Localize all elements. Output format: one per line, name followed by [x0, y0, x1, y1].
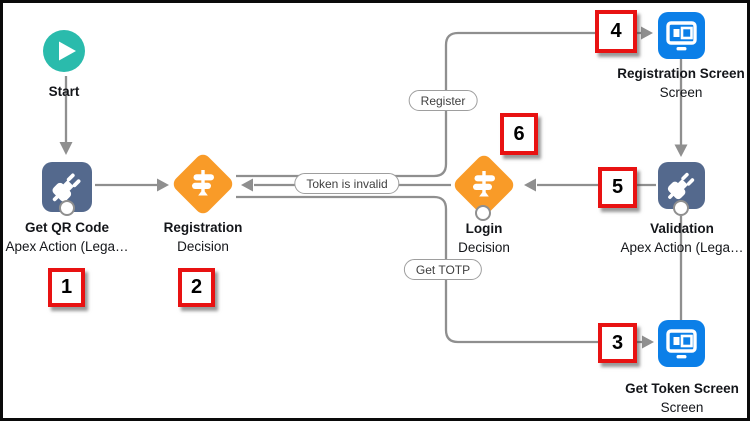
login-decision-label: Login Decision [389, 219, 579, 257]
node-name: Login [465, 221, 503, 236]
node-type: Apex Action (Lega… [5, 239, 129, 254]
annotation-box-6: 6 [500, 113, 538, 155]
connector-label-token-is-invalid[interactable]: Token is invalid [294, 173, 400, 194]
start-label: Start [0, 82, 159, 101]
decision-signpost-icon [473, 171, 495, 197]
flow-node-login-decision[interactable] [451, 152, 517, 218]
flow-node-start[interactable] [43, 30, 85, 72]
screen-monitor-icon [666, 329, 697, 359]
annotation-box-5: 5 [598, 167, 637, 208]
validation-label: Validation Apex Action (Lega… [587, 219, 750, 257]
get-qr-code-label: Get QR Code Apex Action (Lega… [0, 218, 162, 256]
screen-monitor-icon [666, 21, 697, 51]
arrowhead-left-login [524, 178, 536, 192]
annotation-box-1: 1 [48, 268, 85, 307]
node-name: Get QR Code [24, 220, 109, 235]
play-icon [59, 41, 76, 61]
node-type: Decision [458, 240, 510, 255]
get-token-screen-label: Get Token Screen Screen [587, 379, 750, 417]
apex-plug-icon [667, 172, 695, 200]
arrowhead-left-registration [241, 178, 253, 192]
apex-plug-icon [52, 173, 81, 202]
annotation-box-4: 4 [595, 10, 637, 53]
arrowhead-right-regscreen [641, 26, 653, 40]
getqr-fault-connector-dot[interactable] [59, 200, 75, 216]
validation-fault-connector-dot[interactable] [673, 200, 689, 216]
arrowhead-down-validation [674, 144, 688, 157]
login-fault-connector-dot[interactable] [475, 205, 491, 221]
flow-node-registration-screen[interactable] [658, 12, 705, 59]
node-name: Registration Screen [617, 66, 745, 81]
flow-node-get-token-screen[interactable] [658, 320, 705, 367]
node-name: Start [48, 84, 80, 99]
node-name: Validation [650, 221, 714, 236]
annotation-box-3: 3 [598, 323, 637, 363]
connector-label-get-totp[interactable]: Get TOTP [403, 259, 483, 280]
arrowhead-down-getqr [59, 142, 73, 155]
arrowhead-right-tokenscreen [642, 335, 654, 349]
decision-signpost-icon [192, 170, 214, 196]
registration-decision-label: Registration Decision [108, 218, 298, 256]
annotation-box-2: 2 [178, 268, 215, 307]
registration-screen-label: Registration Screen Screen [586, 64, 750, 102]
node-type: Screen [659, 85, 703, 100]
node-type: Screen [660, 400, 704, 415]
arrowhead-right-registration [157, 178, 169, 192]
node-type: Decision [177, 239, 229, 254]
node-type: Apex Action (Lega… [620, 240, 744, 255]
node-name: Registration [163, 220, 243, 235]
flow-node-registration-decision[interactable] [170, 151, 236, 217]
node-name: Get Token Screen [625, 381, 739, 396]
connector-label-register[interactable]: Register [408, 90, 478, 111]
